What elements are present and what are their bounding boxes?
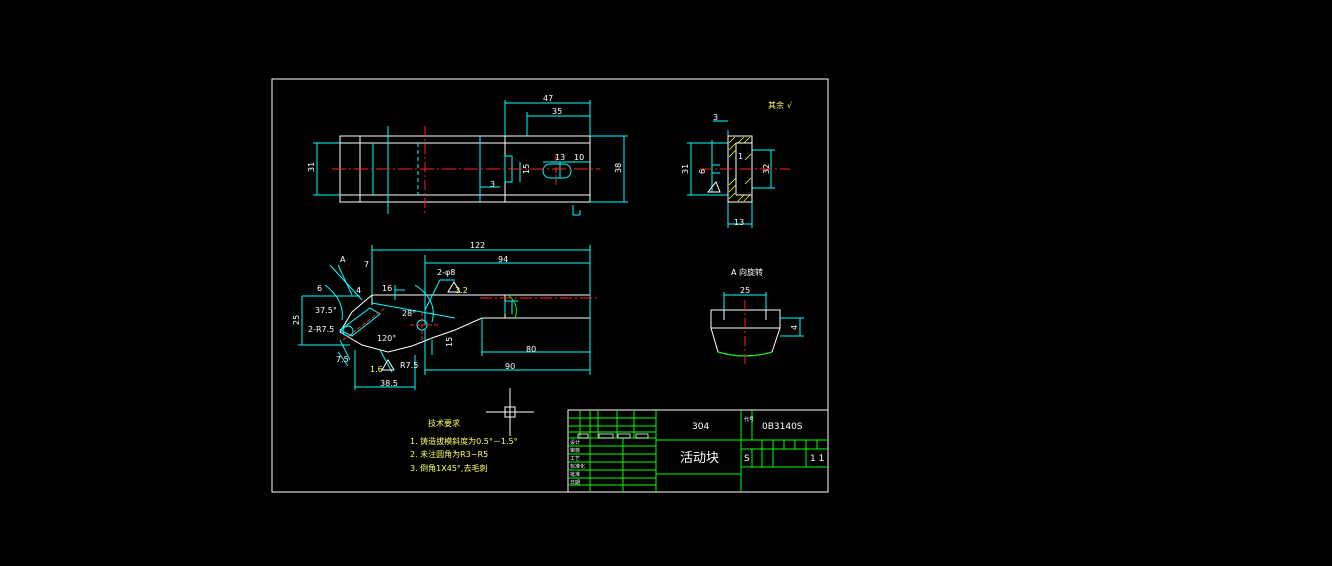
svg-text:1. 铸造拔模斜度为0.5°－1.5°: 1. 铸造拔模斜度为0.5°－1.5° bbox=[410, 436, 518, 446]
svg-text:批准: 批准 bbox=[570, 471, 580, 478]
svg-text:31: 31 bbox=[681, 164, 690, 174]
svg-text:√: √ bbox=[787, 101, 793, 110]
svg-text:活动块: 活动块 bbox=[680, 451, 719, 466]
svg-text:日期: 日期 bbox=[570, 480, 580, 486]
view-a-labels: A 向旋转 25 4 bbox=[731, 267, 799, 330]
svg-text:1 1: 1 1 bbox=[810, 454, 824, 464]
svg-text:304: 304 bbox=[692, 422, 709, 432]
svg-text:4: 4 bbox=[790, 325, 799, 330]
svg-text:94: 94 bbox=[498, 255, 508, 264]
svg-text:6: 6 bbox=[698, 169, 707, 174]
svg-text:122: 122 bbox=[470, 241, 485, 250]
svg-text:6: 6 bbox=[317, 284, 322, 293]
svg-text:1: 1 bbox=[738, 152, 743, 161]
svg-text:7.5: 7.5 bbox=[336, 355, 349, 364]
svg-text:120°: 120° bbox=[377, 334, 396, 343]
svg-text:标准化: 标准化 bbox=[570, 463, 585, 470]
svg-text:其余: 其余 bbox=[768, 100, 784, 110]
svg-text:35: 35 bbox=[552, 107, 562, 116]
svg-text:25: 25 bbox=[740, 286, 750, 295]
svg-text:3: 3 bbox=[490, 180, 495, 189]
svg-text:15: 15 bbox=[445, 337, 454, 347]
svg-text:设计: 设计 bbox=[570, 439, 580, 446]
top-view bbox=[313, 100, 628, 216]
svg-text:3.2: 3.2 bbox=[455, 286, 468, 295]
top-view-slot bbox=[542, 163, 572, 179]
svg-text:15: 15 bbox=[522, 164, 531, 174]
svg-text:47: 47 bbox=[543, 94, 553, 103]
crosshair-cursor-icon bbox=[486, 388, 534, 436]
svg-text:10: 10 bbox=[574, 153, 584, 162]
svg-text:工艺: 工艺 bbox=[570, 456, 580, 462]
technical-requirements: 技术要求 1. 铸造拔模斜度为0.5°－1.5° 2. 未注圆角为R3~R5 3… bbox=[410, 418, 518, 473]
side-view-dimensions: 3 31 13 32 6 1 bbox=[681, 113, 771, 227]
svg-text:38: 38 bbox=[614, 163, 623, 173]
svg-text:90: 90 bbox=[505, 362, 515, 371]
svg-text:80: 80 bbox=[526, 345, 536, 354]
svg-text:A: A bbox=[340, 255, 346, 264]
svg-text:审核: 审核 bbox=[570, 447, 580, 454]
svg-text:13: 13 bbox=[734, 218, 744, 227]
svg-text:31: 31 bbox=[307, 162, 316, 172]
svg-text:2-φ8: 2-φ8 bbox=[437, 268, 455, 277]
svg-text:S: S bbox=[744, 454, 750, 464]
front-view bbox=[298, 245, 600, 390]
svg-text:25: 25 bbox=[292, 315, 301, 325]
svg-text:37.5°: 37.5° bbox=[315, 306, 337, 315]
svg-text:32: 32 bbox=[762, 164, 771, 174]
svg-text:3. 倒角1X45°,去毛刺: 3. 倒角1X45°,去毛刺 bbox=[410, 463, 487, 473]
svg-text:A 向旋转: A 向旋转 bbox=[731, 267, 763, 277]
svg-text:38.5: 38.5 bbox=[380, 379, 398, 388]
svg-text:16: 16 bbox=[382, 284, 392, 293]
svg-text:R7.5: R7.5 bbox=[400, 361, 418, 370]
side-view bbox=[687, 120, 790, 228]
top-view-dimensions: 47 35 13 10 15 3 31 38 bbox=[307, 94, 623, 189]
front-view-dimensions: 122 94 2-φ8 7 A 6 4 37.5° 25 2-R7.5 120°… bbox=[292, 241, 536, 388]
drawing-border bbox=[271, 78, 829, 493]
svg-text:2-R7.5: 2-R7.5 bbox=[308, 325, 334, 334]
view-a bbox=[710, 292, 804, 365]
svg-text:28°: 28° bbox=[402, 309, 416, 318]
svg-text:1.6: 1.6 bbox=[370, 365, 383, 374]
svg-text:4: 4 bbox=[356, 286, 361, 295]
roughness-note: 其余 √ bbox=[768, 100, 793, 110]
side-view-hatch bbox=[728, 136, 752, 202]
svg-text:13: 13 bbox=[555, 153, 565, 162]
svg-text:3: 3 bbox=[713, 113, 718, 122]
title-block bbox=[567, 409, 829, 493]
svg-text:代号: 代号 bbox=[744, 416, 754, 423]
svg-text:2. 未注圆角为R3~R5: 2. 未注圆角为R3~R5 bbox=[410, 449, 488, 459]
title-block-text: 304 代号 0B3140S 活动块 S 1 1 设计 审核 工艺 标准化 批准… bbox=[570, 416, 824, 486]
svg-text:7: 7 bbox=[364, 260, 369, 269]
svg-text:技术要求: 技术要求 bbox=[428, 418, 460, 428]
svg-text:0B3140S: 0B3140S bbox=[762, 422, 803, 432]
